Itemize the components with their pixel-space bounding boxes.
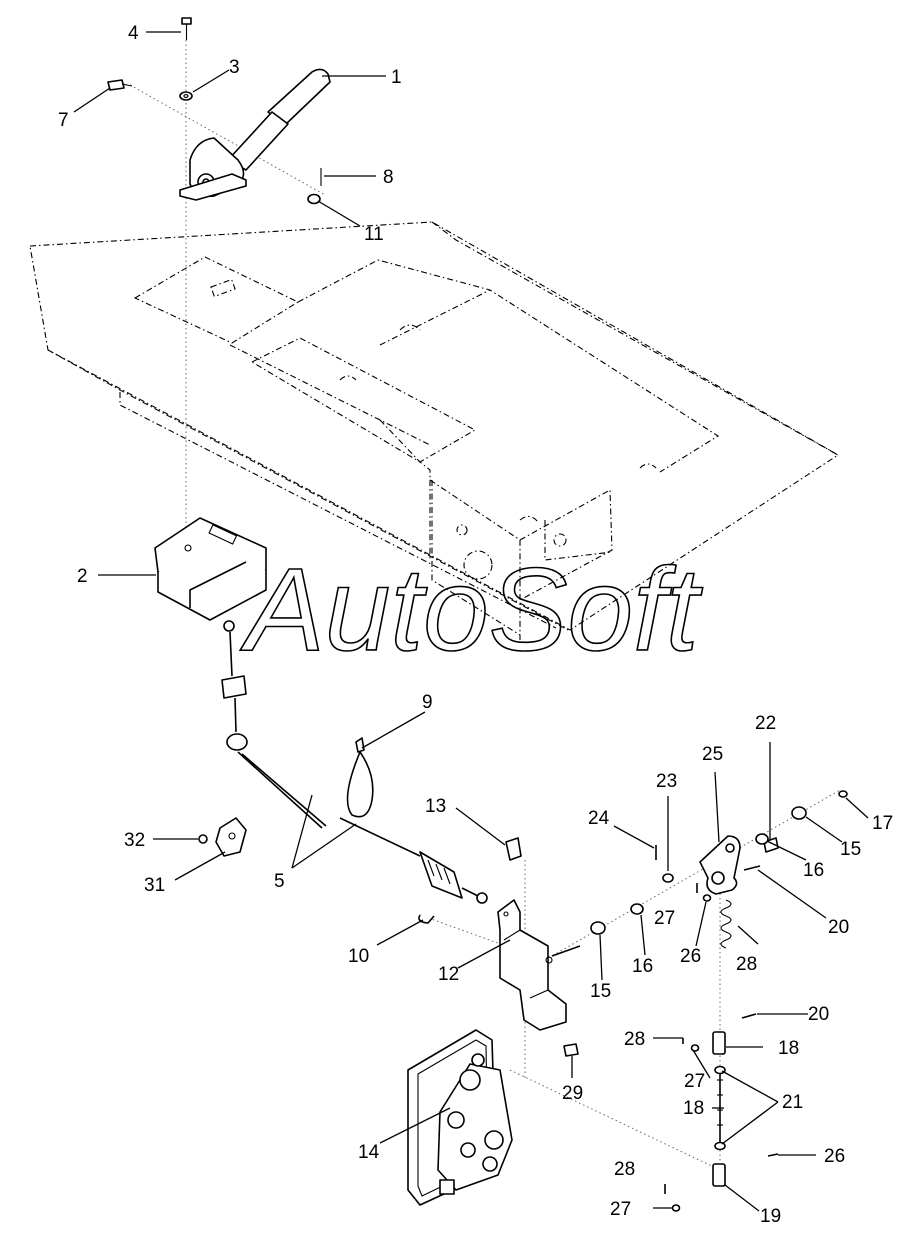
small-plate — [198, 817, 247, 857]
control-valve — [407, 1029, 513, 1206]
linkage-assembly — [551, 790, 848, 1212]
callout-27a: 26 — [680, 946, 701, 967]
floor-pan-frame — [29, 221, 840, 640]
callout-20b: 20 — [828, 917, 849, 938]
strap — [346, 737, 374, 818]
callout-4: 4 — [128, 23, 139, 44]
callout-7: 7 — [58, 110, 69, 131]
callout-9: 9 — [422, 692, 433, 713]
callout-27b: 27 — [684, 1071, 705, 1092]
callout-15a: 15 — [840, 839, 861, 860]
bolt-13 — [505, 837, 522, 861]
retaining-clip — [418, 914, 435, 924]
bracket — [154, 517, 267, 621]
throttle-cable — [221, 620, 488, 904]
callout-26: 26 — [824, 1146, 845, 1167]
callout-1: 1 — [391, 67, 402, 88]
top-fasteners — [107, 17, 322, 205]
hand-lever — [179, 68, 331, 201]
callout-32: 32 — [124, 830, 145, 851]
callout-2: 2 — [77, 566, 88, 587]
callout-14: 14 — [358, 1142, 380, 1163]
callout-labels: 4 3 1 7 8 11 2 9 5 10 13 12 14 15 16 15 … — [58, 23, 893, 1227]
callout-18a: 18 — [778, 1038, 799, 1059]
callout-21: 21 — [782, 1092, 803, 1113]
bolt-30 — [563, 1043, 579, 1057]
callout-28c: 28 — [614, 1159, 635, 1180]
callout-28a: 27 — [654, 908, 675, 929]
callout-16b: 16 — [632, 956, 653, 977]
callout-27c: 27 — [610, 1199, 631, 1220]
callout-10: 10 — [348, 946, 369, 967]
callout-28b: 28 — [624, 1029, 645, 1050]
callout-22: 22 — [755, 713, 776, 734]
callout-31: 31 — [144, 875, 165, 896]
callout-12: 12 — [438, 964, 459, 985]
callout-18b: 19 — [760, 1206, 781, 1227]
watermark: AutoSoft — [240, 544, 703, 676]
leader-lines — [73, 31, 869, 1212]
callout-30: 29 — [562, 1083, 583, 1104]
callout-16a: 16 — [803, 860, 824, 881]
callout-15b: 15 — [590, 981, 611, 1002]
callout-13: 13 — [425, 796, 446, 817]
mounting-bracket — [497, 899, 567, 1031]
callout-25: 25 — [702, 744, 723, 765]
callout-29: 28 — [736, 954, 757, 975]
callout-17: 17 — [872, 813, 893, 834]
callout-19: 18 — [683, 1098, 704, 1119]
callout-3: 3 — [229, 57, 240, 78]
callout-23: 23 — [656, 771, 677, 792]
callout-5: 5 — [274, 871, 285, 892]
callout-24: 24 — [588, 808, 610, 829]
center-lines — [129, 40, 841, 1171]
callout-20a: 20 — [808, 1004, 829, 1025]
callout-11: 11 — [364, 224, 384, 245]
callout-8: 8 — [383, 167, 394, 188]
